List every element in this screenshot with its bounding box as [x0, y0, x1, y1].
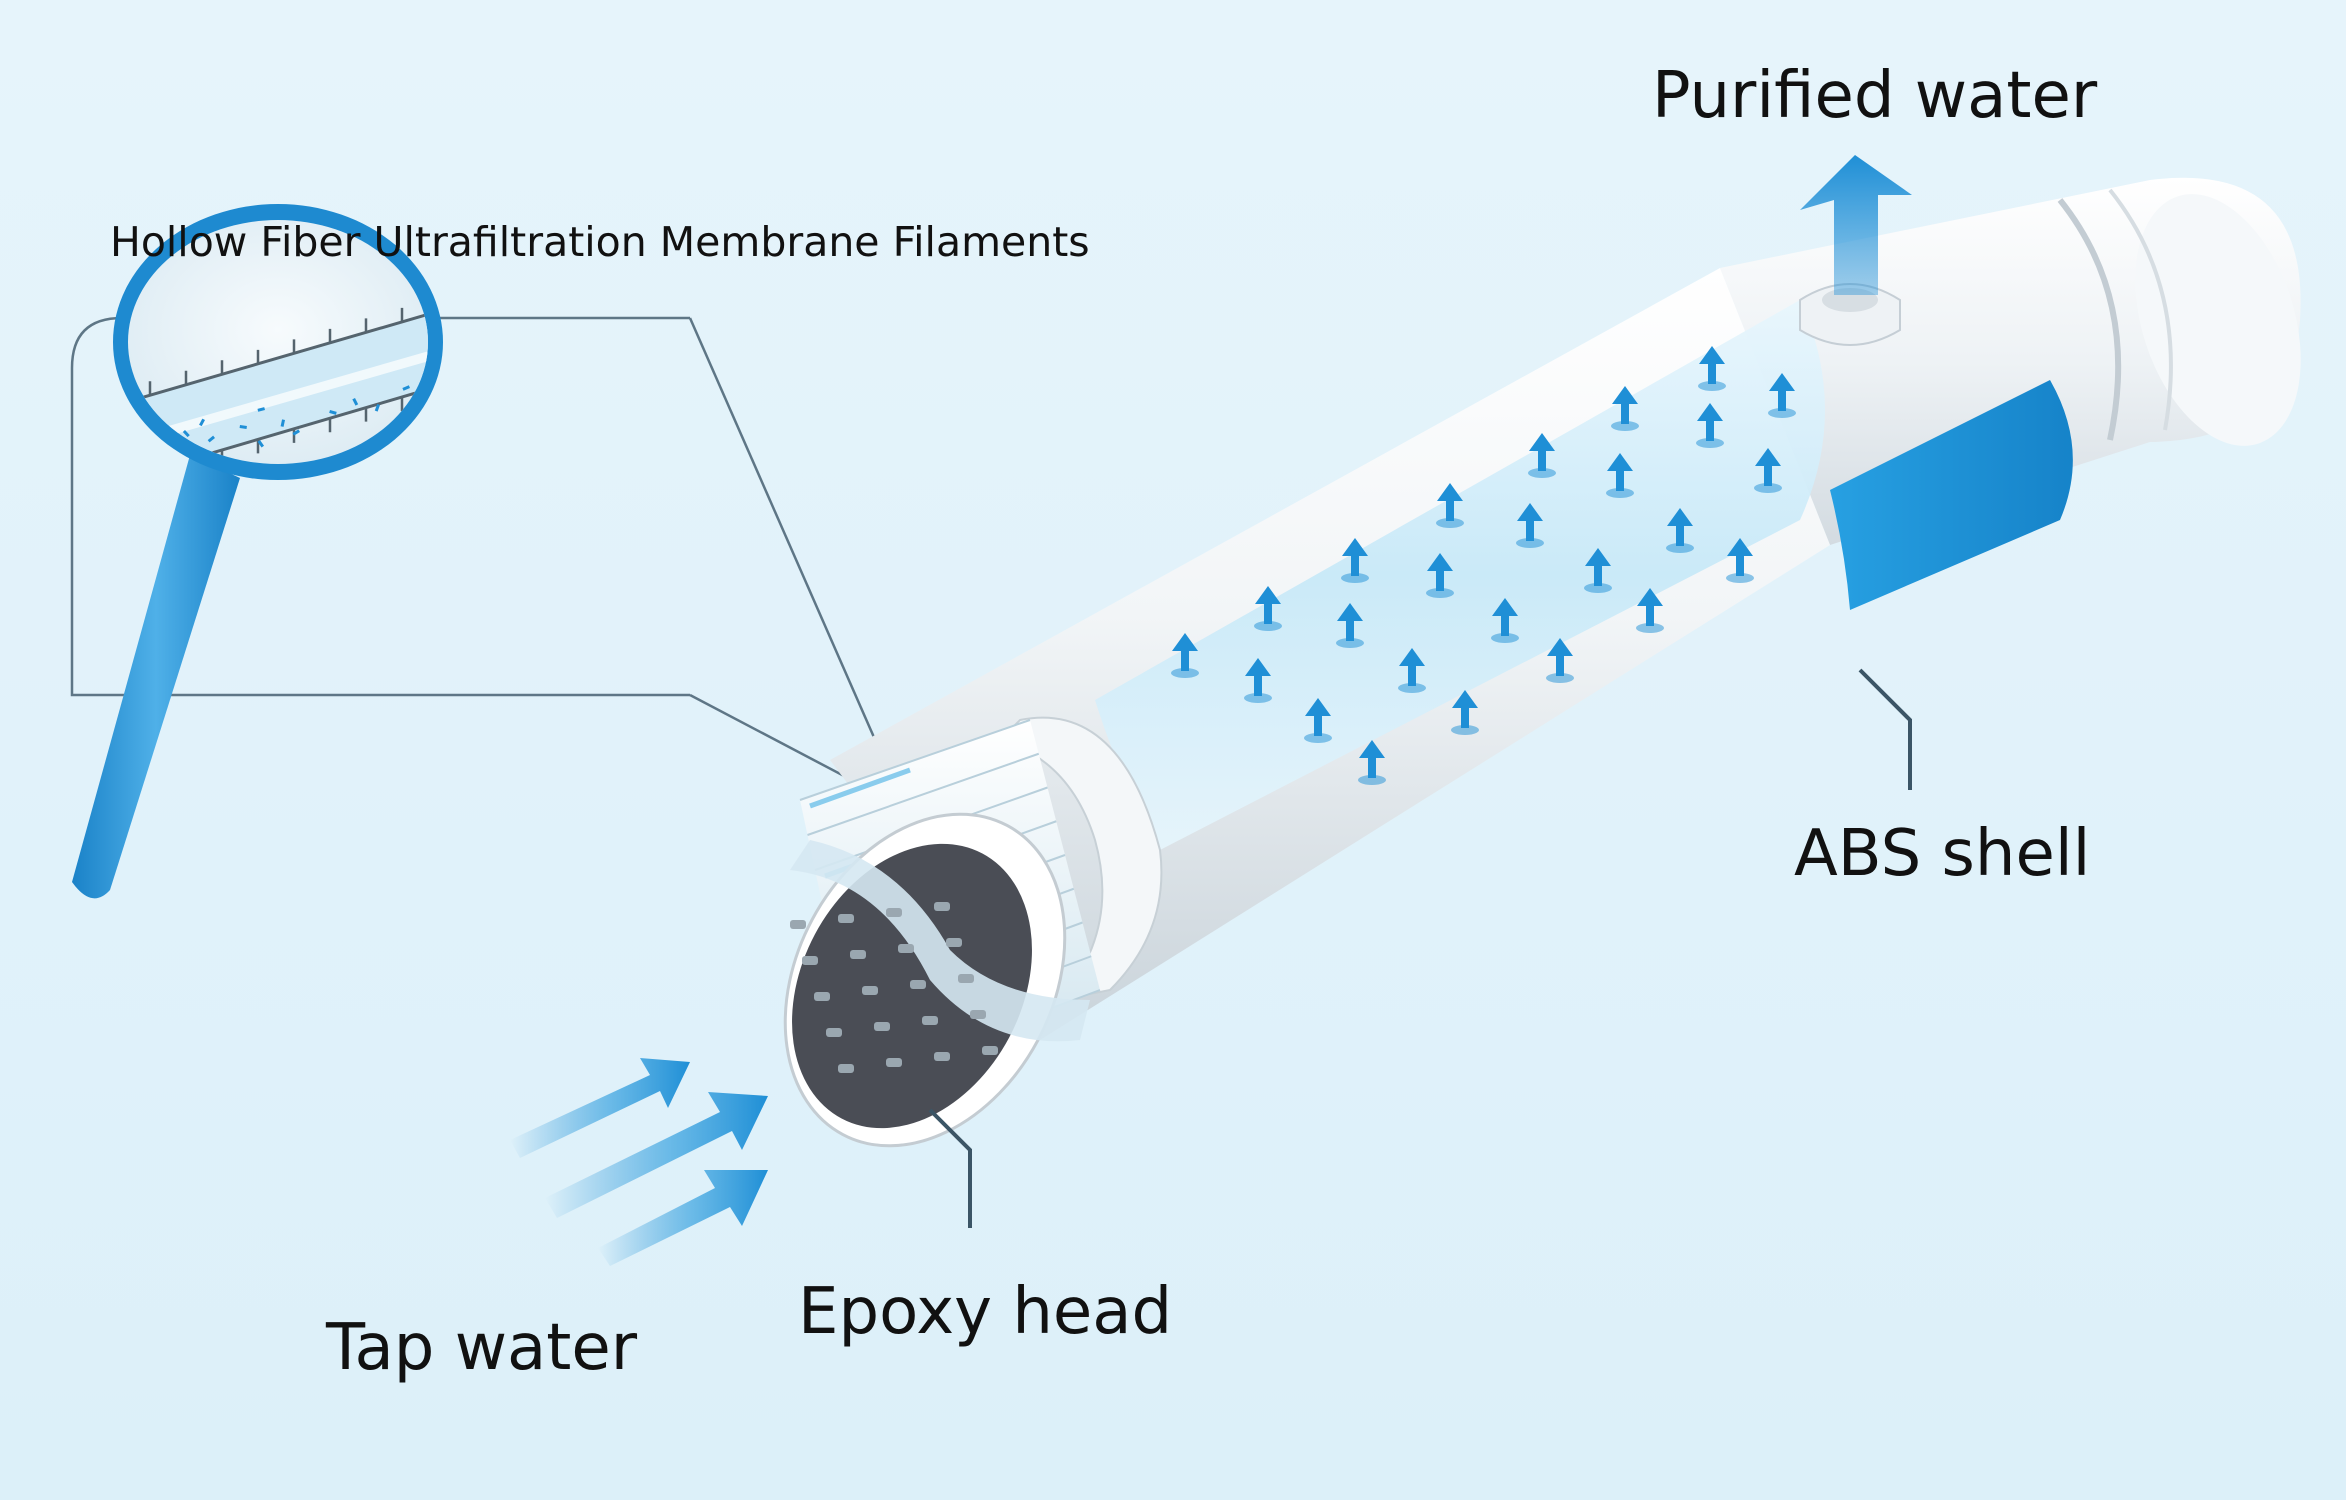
tap-water-label: Tap water: [326, 1311, 638, 1385]
flow-arrow: [1491, 598, 1519, 643]
flow-arrow: [1584, 548, 1612, 593]
flow-arrow: [1254, 586, 1282, 631]
filtration-flow-arrows: [1171, 346, 1796, 785]
flow-arrow: [1358, 740, 1386, 785]
flow-arrow: [1516, 503, 1544, 548]
flow-arrow: [1528, 433, 1556, 478]
flow-arrow: [1436, 483, 1464, 528]
flow-arrow: [1726, 538, 1754, 583]
flow-arrow: [1244, 658, 1272, 703]
flow-arrow: [1754, 448, 1782, 493]
abs-shell-label: ABS shell: [1794, 817, 2091, 891]
magnifier-callout: [70, 204, 907, 899]
purified-water-label: Purified water: [1652, 59, 2098, 133]
epoxy-head-end: [783, 812, 1090, 1148]
flow-arrow: [1426, 553, 1454, 598]
flow-arrow: [1546, 638, 1574, 683]
flow-arrow: [1768, 373, 1796, 418]
flow-arrow: [1451, 690, 1479, 735]
flow-arrow: [1304, 698, 1332, 743]
magnifier-handle: [72, 455, 240, 899]
blue-band: [1830, 380, 2073, 610]
flow-arrow: [1398, 648, 1426, 693]
purified-water-arrow: [1800, 155, 1912, 295]
membrane-label: Hollow Fiber Ultrafiltration Membrane Fi…: [110, 218, 1090, 266]
flow-arrow: [1336, 603, 1364, 648]
tap-water-arrows: [510, 1058, 768, 1266]
flow-arrow: [1698, 346, 1726, 391]
flow-arrow: [1606, 453, 1634, 498]
flow-arrow: [1636, 588, 1664, 633]
flow-arrow: [1611, 386, 1639, 431]
shell-window: [1095, 300, 1825, 850]
flow-arrow: [1341, 538, 1369, 583]
epoxy-head-leader: [928, 1108, 972, 1228]
flow-arrow: [1696, 403, 1724, 448]
collar-ring: [998, 716, 1163, 1002]
flow-arrow: [1171, 633, 1199, 678]
epoxy-head-label: Epoxy head: [798, 1275, 1173, 1349]
abs-shell-leader: [1858, 668, 1912, 790]
flow-arrow: [1666, 508, 1694, 553]
